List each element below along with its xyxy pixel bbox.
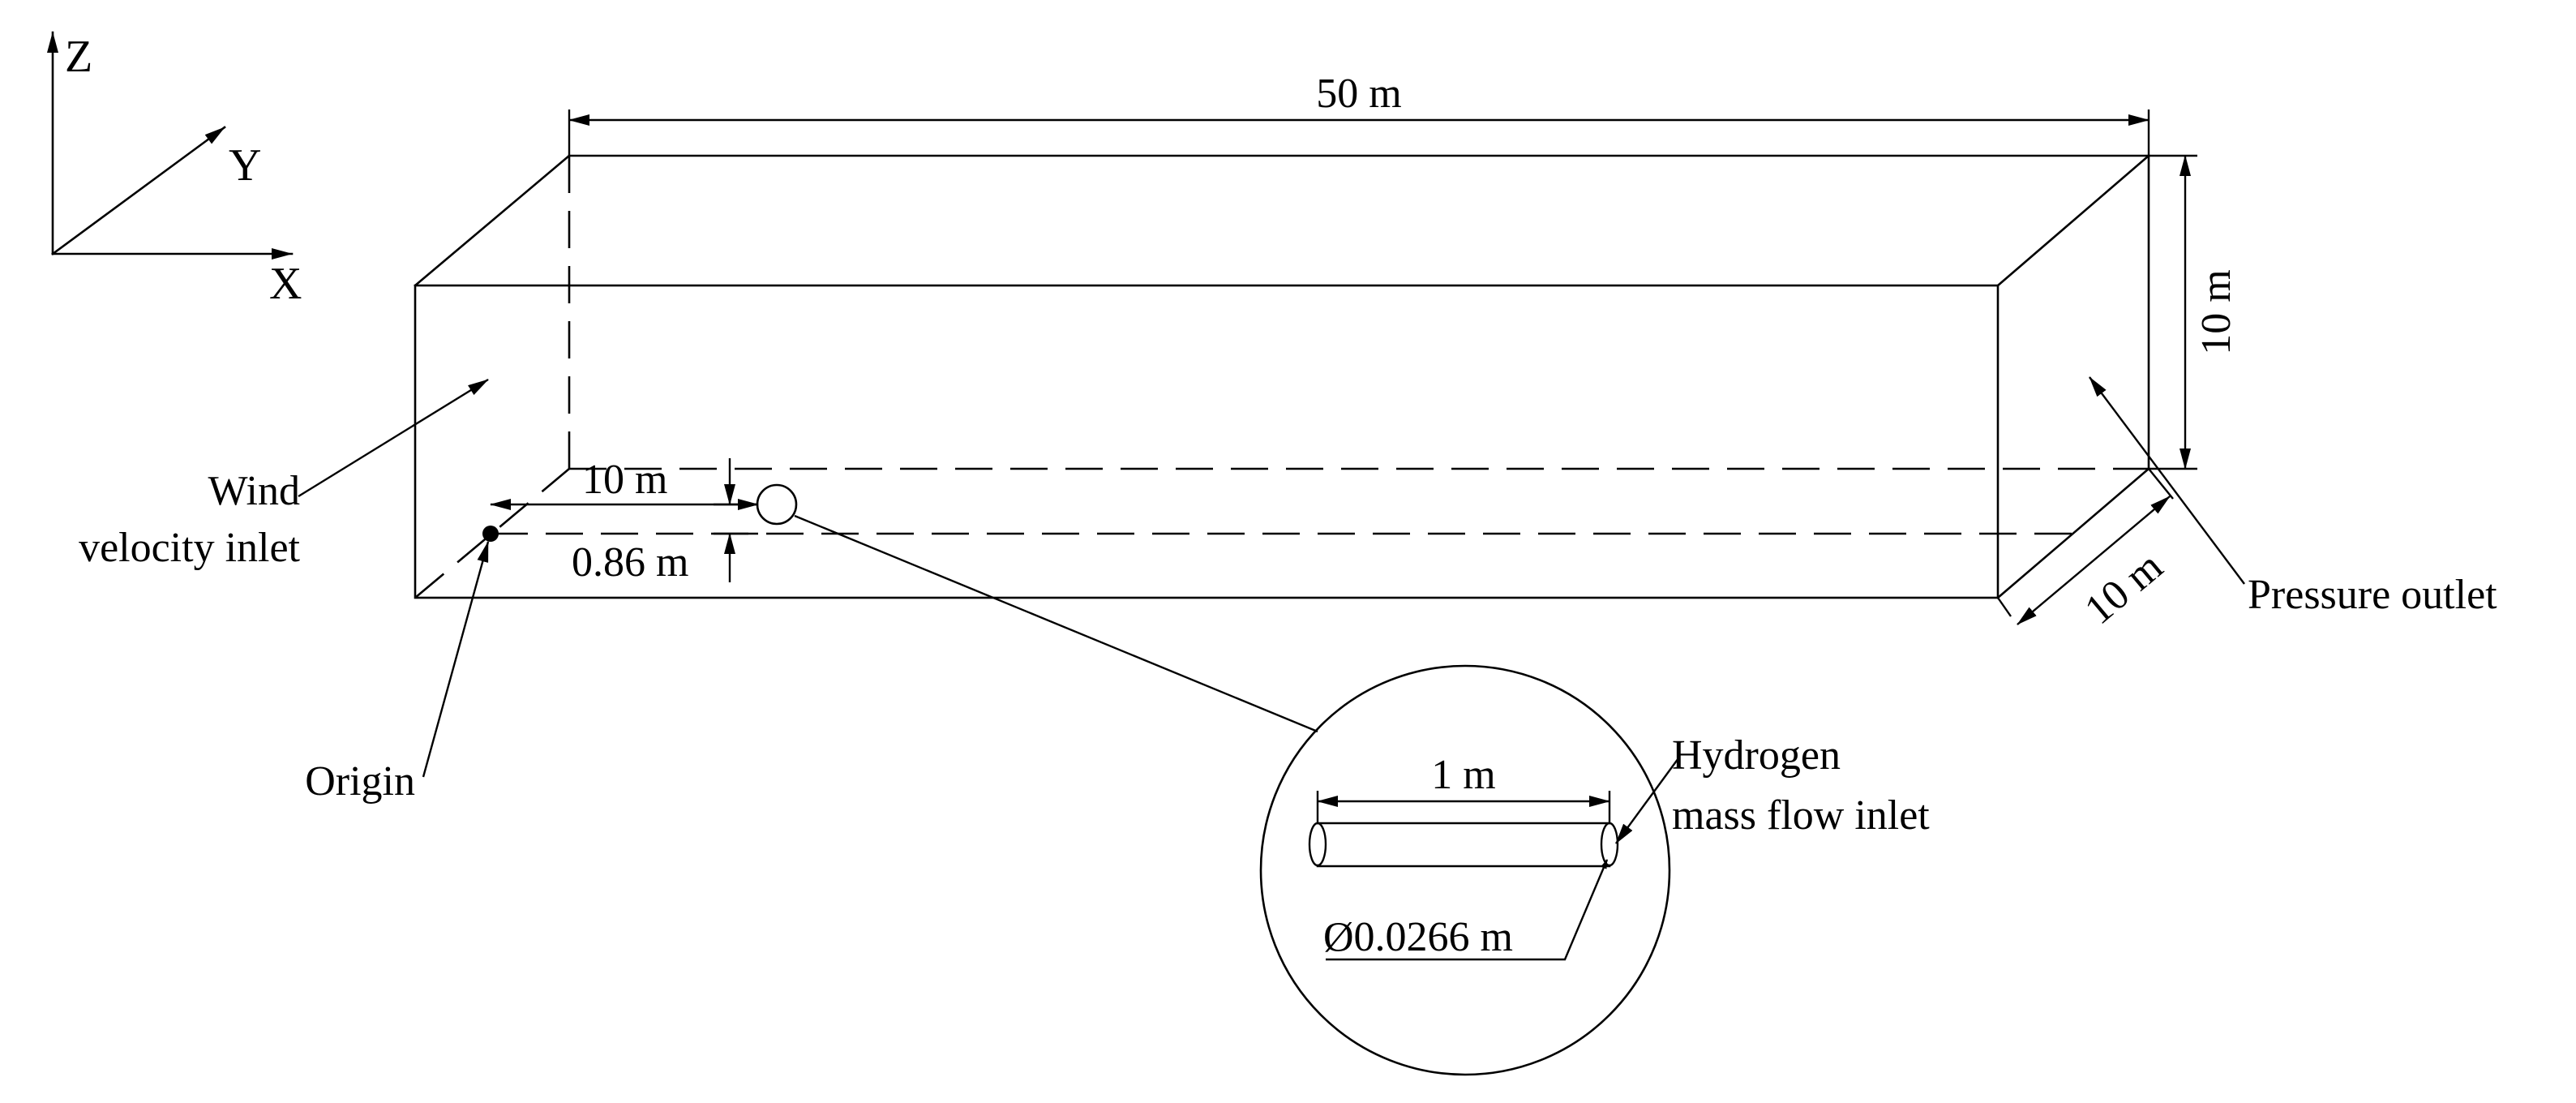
hydrogen-label-line1: Hydrogen [1672,732,1841,779]
domain-box [414,154,2150,599]
top-left-depth-edge [414,154,571,287]
hydrogen-inlet-leader [1615,758,1679,844]
pipe-diameter-label: Ø0.0266 m [1323,914,1513,960]
height-label: 10 m [2193,269,2240,354]
detail-circle [1259,664,1671,1076]
origin-leader [422,541,490,778]
length-label: 50 m [1316,71,1401,117]
y-axis-arrow [51,126,226,255]
dimension-width: 10 m [1997,468,2174,633]
extension-line [2148,468,2174,500]
pressure-outlet-leader [2089,376,2245,585]
origin-label: Origin [305,758,415,805]
extension-line [1997,597,2012,617]
y-axis-label: Y [229,140,261,191]
x-axis-label: X [269,259,302,309]
hydrogen-label-line2: mass flow inlet [1672,792,1930,839]
detail-view: 1 m Ø0.0266 m Hydrogen mass flow inlet [794,514,1930,1076]
source-z-label: 0.86 m [572,539,688,586]
hidden-bottom-left-depth-edge [414,468,570,599]
source-x-label: 10 m [582,457,667,503]
pipe-left-end [1308,822,1327,867]
detail-connector-line [794,514,1318,733]
z-axis-label: Z [65,32,92,82]
pipe-right-end [1600,822,1619,867]
source-marker-circle [756,483,798,526]
pipe-diameter-leader [1326,859,1609,961]
dimension-height: 10 m [2149,154,2240,470]
width-dimension-line [2017,496,2171,625]
width-label: 10 m [2077,543,2171,633]
wind-inlet-label-line1: Wind [208,468,300,514]
pipe-length-label: 1 m [1431,752,1495,798]
wind-inlet-leader [298,378,489,498]
wind-inlet-label-line2: velocity inlet [79,525,300,571]
source-location: 10 m 0.86 m [482,457,798,586]
coordinate-axes: Z Y X [47,31,302,309]
dimension-length: 50 m [568,71,2150,156]
pressure-outlet-label: Pressure outlet [2248,572,2497,618]
front-face [414,284,2000,599]
top-right-depth-edge [1996,154,2150,287]
boundary-labels: Wind velocity inlet Origin Pressure outl… [79,376,2497,805]
origin-point [482,526,499,542]
